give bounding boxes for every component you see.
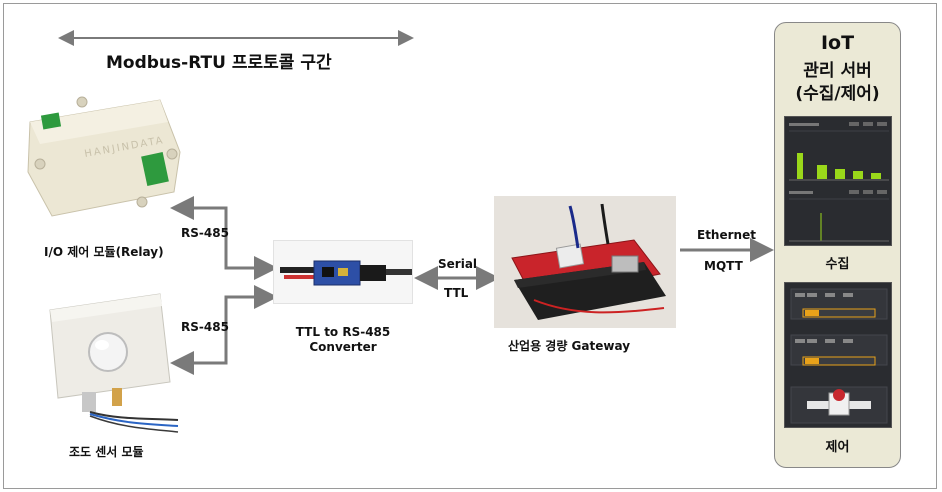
control-dashboard-screenshot (784, 282, 892, 428)
light-sensor-image (30, 292, 180, 433)
collect-label: 수집 (825, 257, 850, 272)
server-title-line2: 관리 서버 (803, 61, 872, 81)
serial-label: Serial (438, 257, 478, 271)
relay-module-image: HANJINDATA (22, 92, 182, 217)
ethernet-label: Ethernet (697, 228, 756, 242)
rs485-bottom-label: RS-485 (181, 320, 229, 334)
gateway-image (494, 196, 676, 328)
rs485-top-connector (170, 196, 278, 280)
converter-image (273, 240, 413, 304)
converter-label-line2: Converter (309, 340, 377, 354)
server-title-line1: IoT (820, 32, 855, 54)
gateway-label: 산업용 경량 Gateway (508, 339, 631, 353)
control-label: 제어 (825, 440, 850, 455)
converter-label-line1: TTL to RS-485 (295, 325, 391, 339)
protocol-label: Modbus-RTU 프로토콜 구간 (106, 53, 332, 73)
diagram-frame (3, 3, 937, 489)
rs485-bottom-connector (170, 285, 278, 375)
server-title-line3: (수집/제어) (795, 84, 880, 104)
rs485-top-label: RS-485 (181, 226, 229, 240)
ttl-label: TTL (444, 286, 469, 300)
relay-label: I/O 제어 모듈(Relay) (44, 245, 164, 259)
collect-dashboard-screenshot (784, 116, 892, 246)
mqtt-label: MQTT (704, 259, 743, 273)
sensor-label: 조도 센서 모듈 (69, 445, 144, 459)
